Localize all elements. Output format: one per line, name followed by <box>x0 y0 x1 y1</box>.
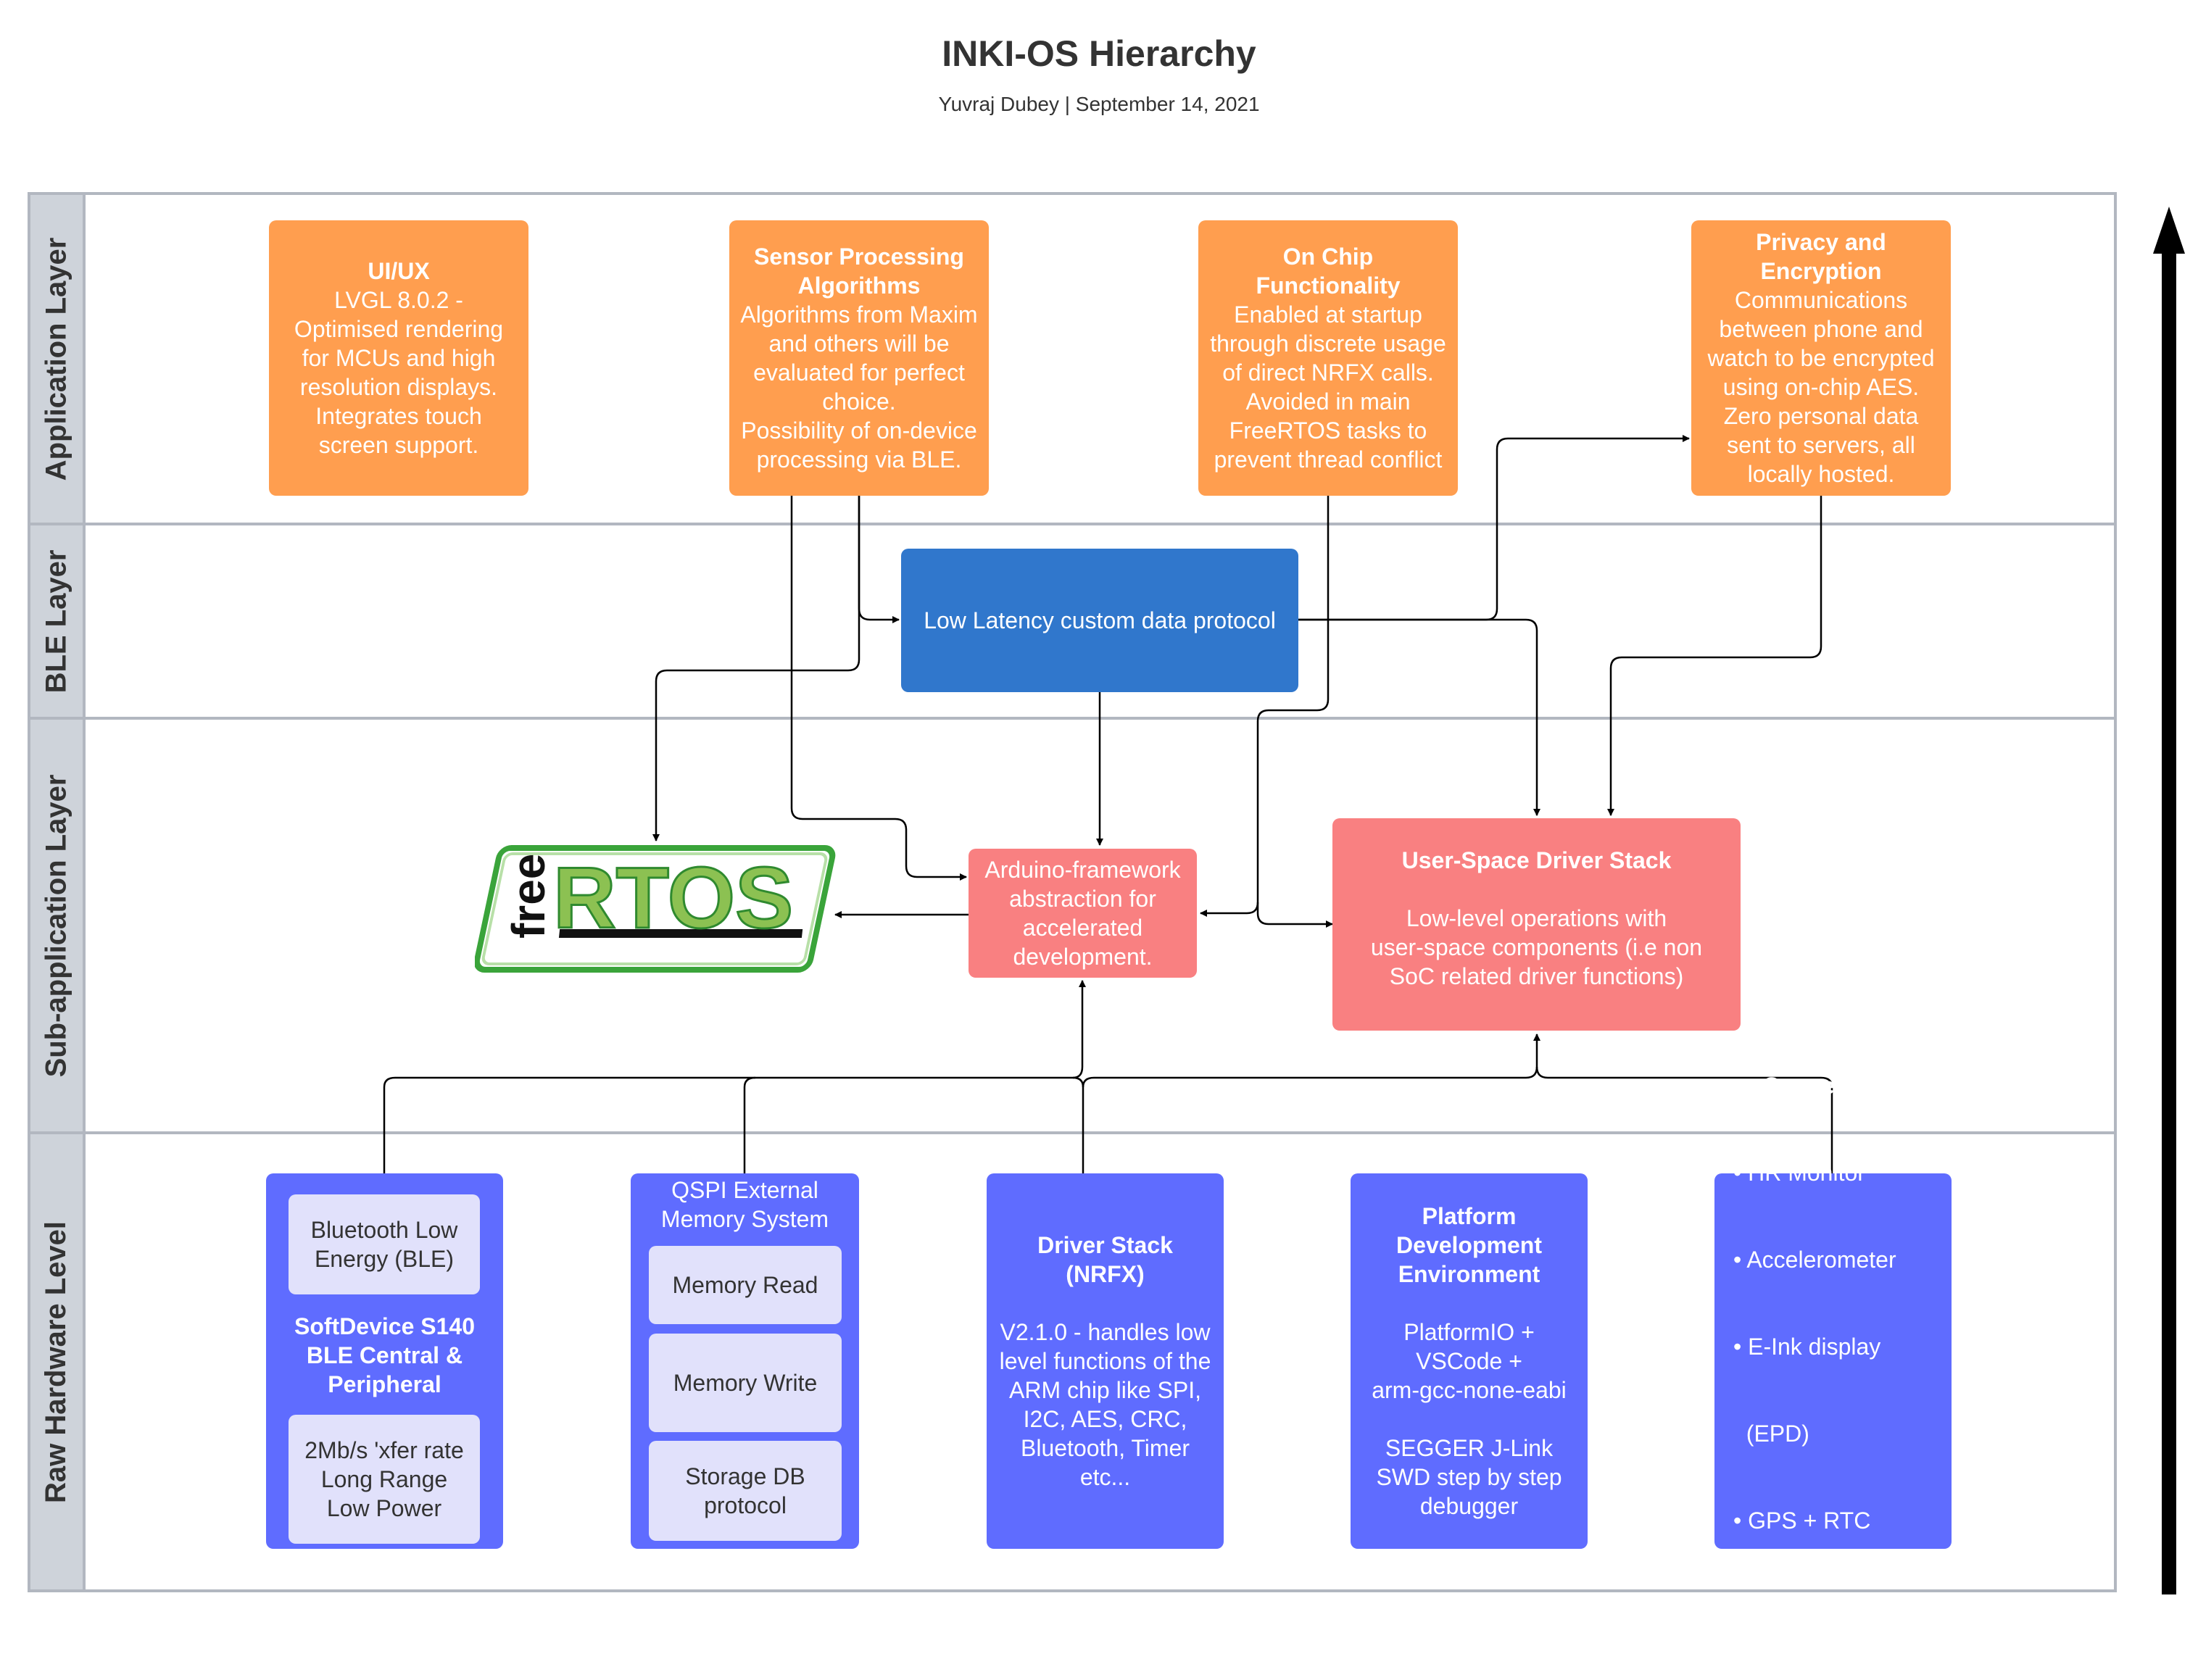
hardware-connections-card: Hardware Connections • HR Monitor • Acce… <box>1714 1044 1952 1621</box>
arduino-framework-card: Arduino-framework abstraction for accele… <box>969 849 1197 978</box>
storage-db-box: Storage DB protocol <box>649 1441 842 1541</box>
sensor-processing-card: Sensor Processing Algorithms Algorithms … <box>729 220 989 496</box>
on-chip-functionality-card: On Chip Functionality Enabled at startup… <box>1198 220 1458 496</box>
freertos-logo: free RTOS <box>475 845 836 973</box>
lane-label-application: Application Layer <box>28 192 86 525</box>
softdevice-title: SoftDevice S140 BLE Central & Peripheral <box>294 1313 475 1397</box>
svg-text:RTOS: RTOS <box>553 849 793 947</box>
platform-environment-card: Platform Development Environment Platfor… <box>1351 1173 1588 1549</box>
privacy-encryption-card: Privacy and Encryption Communications be… <box>1691 220 1951 496</box>
memory-write-box: Memory Write <box>649 1334 842 1432</box>
ble-features-inner-box: 2Mb/s 'xfer rate Long Range Low Power <box>289 1415 480 1544</box>
lane-label-hardware: Raw Hardware Level <box>28 1131 86 1592</box>
nrfx-driver-stack-card: Driver Stack (NRFX) V2.1.0 - handles low… <box>987 1173 1224 1549</box>
lane-label-subapp: Sub-application Layer <box>28 717 86 1134</box>
diagram-subtitle: Yuvraj Dubey | September 14, 2021 <box>938 93 1260 115</box>
memory-read-box: Memory Read <box>649 1246 842 1324</box>
ble-inner-box: Bluetooth Low Energy (BLE) <box>289 1194 480 1294</box>
user-space-driver-stack-card: User-Space Driver Stack Low-level operat… <box>1332 818 1741 1031</box>
svg-text:free: free <box>502 854 555 939</box>
uiux-card: UI/UX LVGL 8.0.2 - Optimised rendering f… <box>269 220 528 496</box>
qspi-title: QSPI External Memory System <box>660 1177 829 1232</box>
lane-label-ble: BLE Layer <box>28 523 86 720</box>
low-latency-protocol-card: Low Latency custom data protocol <box>901 549 1298 692</box>
diagram-title: INKI-OS Hierarchy <box>942 33 1256 74</box>
